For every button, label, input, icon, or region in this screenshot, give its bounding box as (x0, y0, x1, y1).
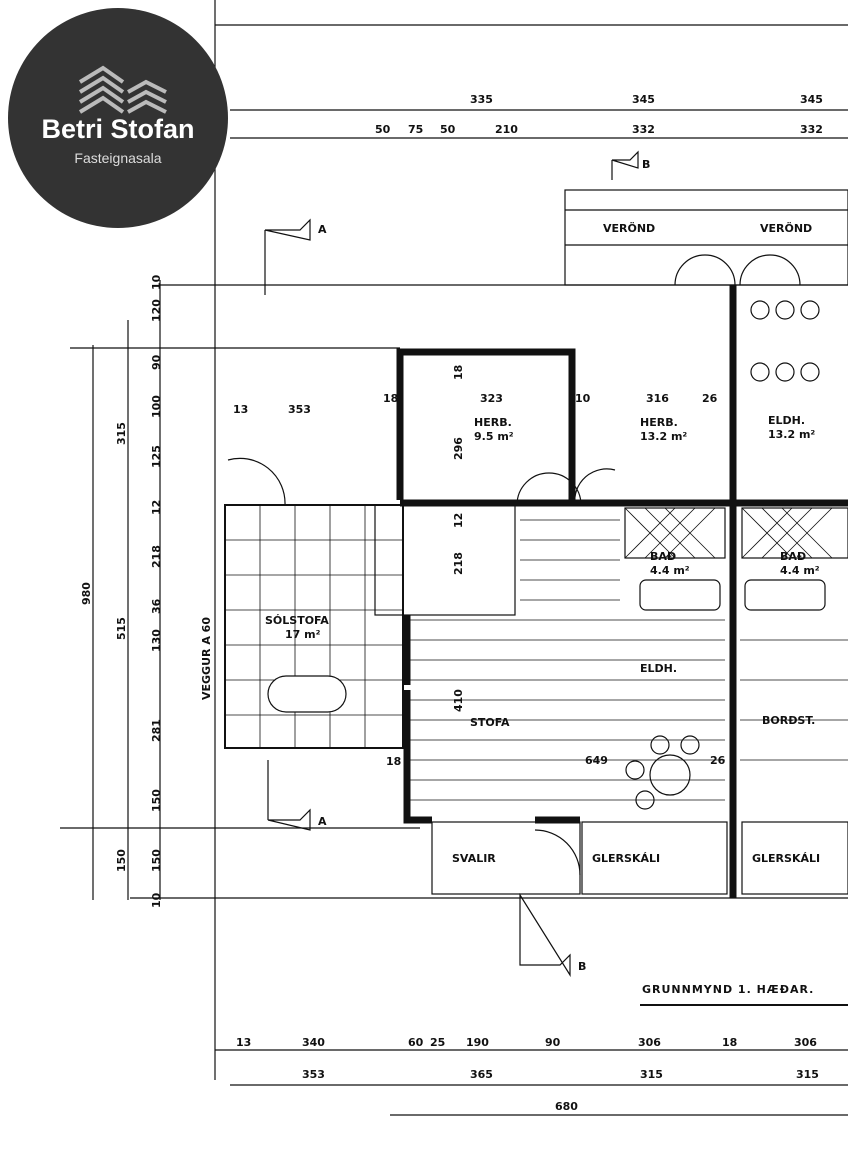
dim-bottom: 306 (794, 1036, 817, 1049)
plan-title: GRUNNMYND 1. HÆÐAR. (642, 983, 814, 996)
dim-top: 345 (800, 93, 823, 106)
dim-top: 50 (375, 123, 391, 136)
dim-left-total: 980 (80, 582, 93, 605)
dim-inner: 410 (452, 689, 465, 712)
dim-inner: 26 (702, 392, 718, 405)
logo-subtitle: Fasteignasala (74, 150, 162, 166)
dim-inner: 218 (452, 552, 465, 575)
dim-inner: 18 (386, 755, 401, 768)
dim-top: 210 (495, 123, 518, 136)
dim-bottom: 60 (408, 1036, 424, 1049)
dim-left: 315 (115, 422, 128, 445)
dim-bottom: 25 (430, 1036, 445, 1049)
dim-bottom: 306 (638, 1036, 661, 1049)
section-marker-b-top: B (642, 158, 650, 171)
room-area-bad-2: 4.4 m² (780, 564, 820, 577)
room-label-eldh: ELDH. (640, 662, 677, 675)
dim-inner: 12 (452, 513, 465, 528)
dim-inner: 649 (585, 754, 608, 767)
room-label-herb-1: HERB. (474, 416, 512, 429)
dim-inner: 316 (646, 392, 669, 405)
dim-top: 335 (470, 93, 493, 106)
room-label-bad-1: BAÐ (650, 550, 676, 563)
section-marker-a-bottom: A (318, 815, 327, 828)
room-label-solstofa: SÓLSTOFA (265, 614, 329, 627)
dim-inner: 18 (452, 365, 465, 380)
dim-bottom: 13 (236, 1036, 251, 1049)
dim-left: 125 (150, 445, 163, 468)
dim-left: 36 (150, 598, 163, 614)
dim-left: 90 (150, 354, 163, 370)
dim-bottom: 315 (796, 1068, 819, 1081)
dim-top: 332 (632, 123, 655, 136)
room-area-herb-2: 13.2 m² (640, 430, 687, 443)
dim-left: 150 (150, 849, 163, 872)
dim-inner: 18 (383, 392, 398, 405)
dim-left: 10 (150, 892, 163, 908)
plan-lines (60, 0, 848, 1116)
dim-inner: 26 (710, 754, 726, 767)
room-label-verond-2: VERÖND (760, 221, 812, 235)
dim-bottom: 90 (545, 1036, 561, 1049)
dim-inner: 323 (480, 392, 503, 405)
buildings-icon (78, 65, 167, 114)
dim-left: 218 (150, 545, 163, 568)
room-area-eldh-right: 13.2 m² (768, 428, 815, 441)
dim-left: 120 (150, 299, 163, 322)
dim-left: 10 (150, 274, 163, 290)
room-area-solstofa: 17 m² (285, 628, 321, 641)
room-label-verond-1: VERÖND (603, 221, 655, 235)
dim-top: 50 (440, 123, 456, 136)
room-label-glerskali-1: GLERSKÁLI (592, 852, 660, 865)
room-area-bad-1: 4.4 m² (650, 564, 690, 577)
room-label-svalir: SVALIR (452, 852, 496, 865)
dim-bottom: 315 (640, 1068, 663, 1081)
wall-label-veggur: VEGGUR A 60 (200, 617, 213, 700)
dim-left: 150 (150, 789, 163, 812)
company-logo: Betri Stofan Fasteignasala (8, 8, 228, 228)
room-area-herb-1: 9.5 m² (474, 430, 514, 443)
logo-name: Betri Stofan (41, 114, 195, 144)
dim-top: 345 (632, 93, 655, 106)
dim-bottom: 340 (302, 1036, 325, 1049)
room-label-herb-2: HERB. (640, 416, 678, 429)
walls (396, 285, 848, 898)
dim-inner: 353 (288, 403, 311, 416)
dim-bottom: 353 (302, 1068, 325, 1081)
dim-inner: 10 (575, 392, 591, 405)
section-marker-a-top: A (318, 223, 327, 236)
dim-left: 281 (150, 719, 163, 742)
dim-top: 332 (800, 123, 823, 136)
room-label-bordst: BORÐST. (762, 714, 815, 727)
dim-top: 75 (408, 123, 423, 136)
dim-inner: 296 (452, 437, 465, 460)
dim-left: 515 (115, 617, 128, 640)
dim-bottom: 190 (466, 1036, 489, 1049)
dim-left: 130 (150, 629, 163, 652)
room-label-bad-2: BAÐ (780, 550, 806, 563)
dim-left: 12 (150, 500, 163, 515)
dim-left: 100 (150, 395, 163, 418)
room-label-stofa: STOFA (470, 716, 510, 729)
dim-bottom-total: 680 (555, 1100, 578, 1113)
room-label-eldh-right: ELDH. (768, 414, 805, 427)
room-label-glerskali-2: GLERSKÁLI (752, 852, 820, 865)
section-marker-b-bottom: B (578, 960, 586, 973)
dim-inner: 13 (233, 403, 248, 416)
dim-bottom: 18 (722, 1036, 737, 1049)
dim-bottom: 365 (470, 1068, 493, 1081)
dim-left: 150 (115, 849, 128, 872)
